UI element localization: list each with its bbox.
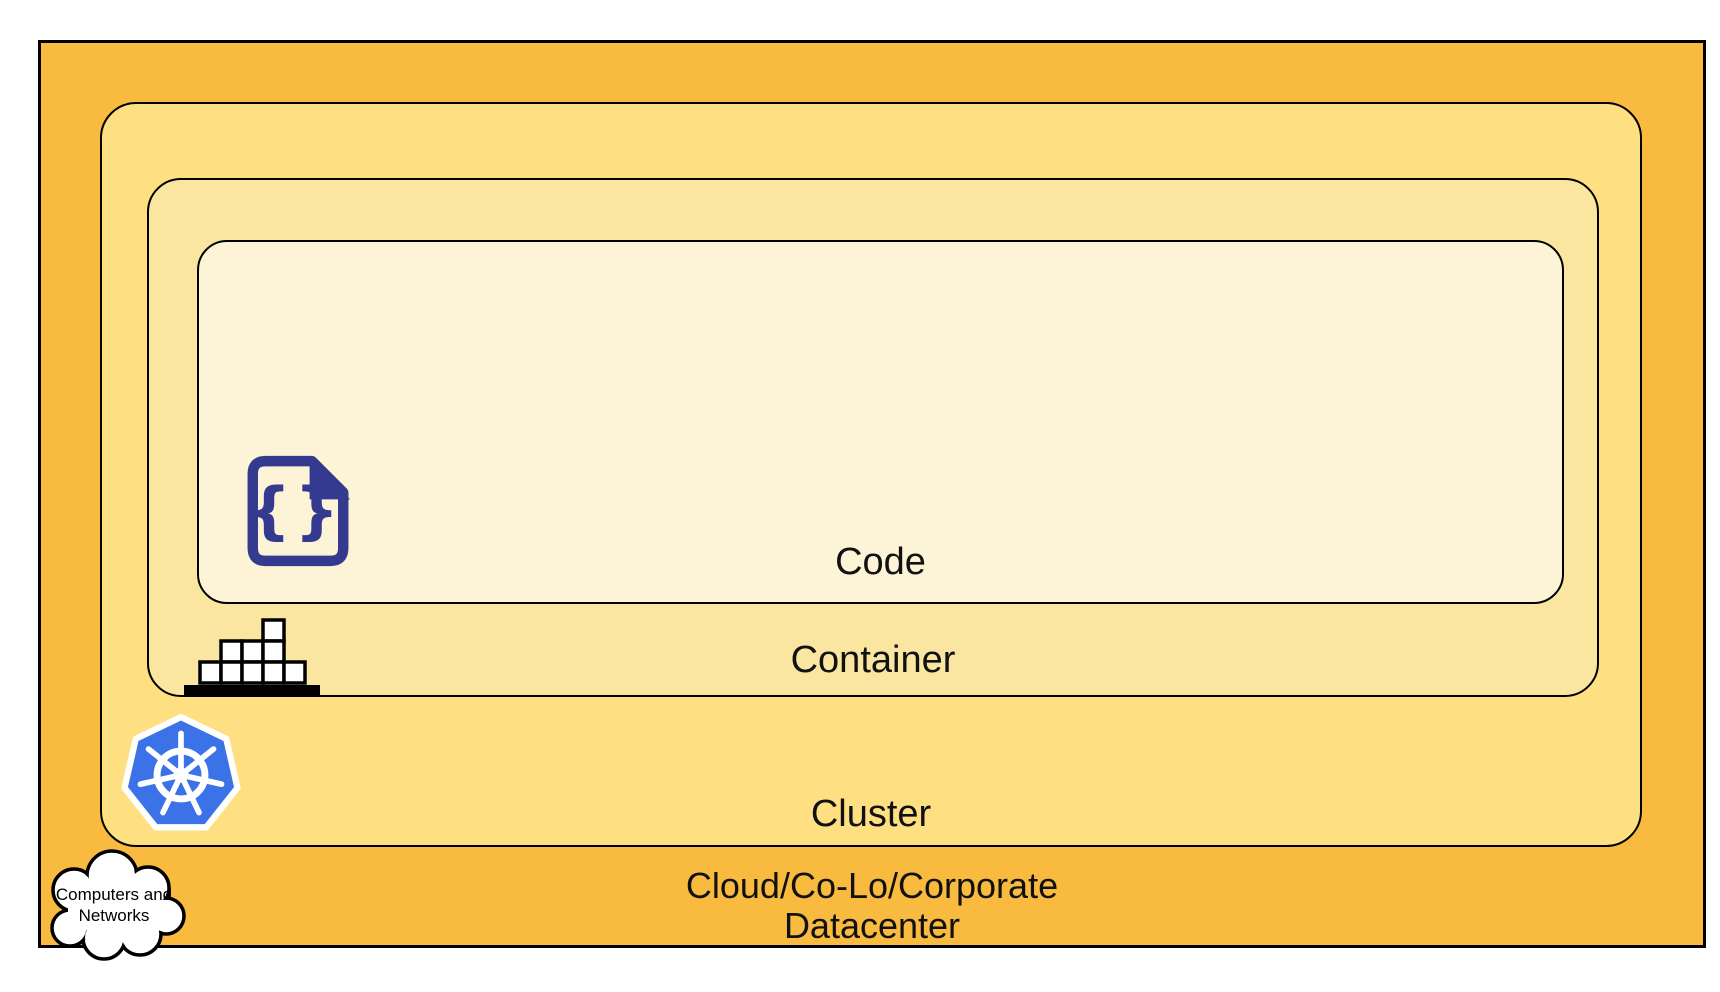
cloud-icon: [50, 849, 186, 961]
datacenter-label-line1: Cloud/Co-Lo/Corporate: [685, 865, 1059, 906]
cluster-label: Cluster: [810, 793, 932, 835]
cloud-callout-label: Computers and Networks: [38, 884, 190, 926]
datacenter-label: Cloud/Co-Lo/Corporate Datacenter: [38, 866, 1706, 946]
kubernetes-icon: [121, 713, 241, 831]
layer-code: [197, 240, 1564, 604]
container-label: Container: [790, 639, 956, 681]
code-file-icon: {}: [246, 455, 351, 567]
cloud-callout-line1: Computers and: [55, 885, 173, 904]
container-stack-icon: [184, 618, 320, 697]
datacenter-label-line2: Datacenter: [783, 905, 961, 946]
code-braces-glyph: {}: [246, 474, 342, 547]
code-label: Code: [835, 541, 926, 583]
cloud-callout-line2: Networks: [78, 906, 150, 925]
